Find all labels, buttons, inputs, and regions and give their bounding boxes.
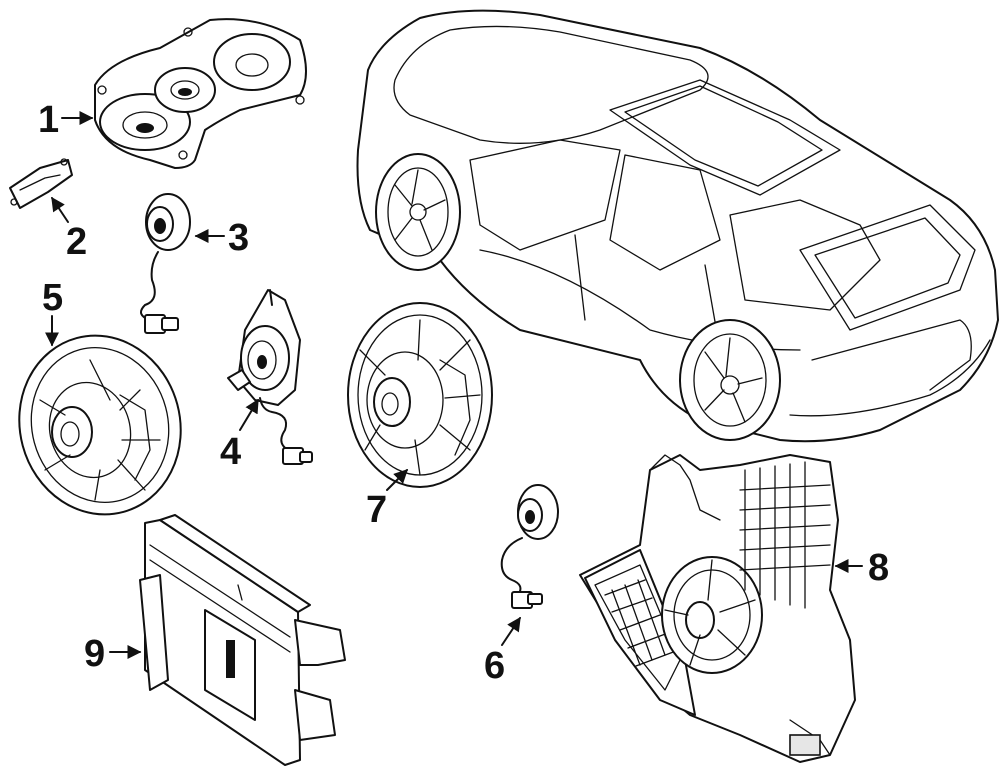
leader-4 [239,398,259,431]
callout-1: 1 [38,99,59,141]
callout-9: 9 [84,633,105,675]
part-4-speaker-with-bracket [227,289,313,465]
leader-2 [51,196,69,223]
leader-6 [501,616,521,646]
part-3-tweeter [140,193,191,334]
callout-8: 8 [868,547,889,589]
vehicle-suv-outline [356,9,999,443]
part-9-amplifier-module [139,514,346,766]
callout-numbers: 1 2 3 4 5 6 7 8 9 [38,99,889,687]
callout-7: 7 [366,489,387,531]
leader-7 [386,469,408,491]
fin-grid [739,461,831,609]
part-8-subwoofer-enclosure [579,454,856,763]
callout-6: 6 [484,645,505,687]
grille-pattern [604,579,677,667]
callout-leaders [45,111,863,659]
callout-4: 4 [220,431,241,473]
callout-2: 2 [66,221,87,263]
part-7-woofer [347,302,493,488]
part-2-small-sensor [9,158,73,209]
part-1-speaker-housing [94,18,307,169]
part-5-woofer [18,334,182,516]
part-6-tweeter [500,484,559,609]
callout-3: 3 [228,217,249,259]
callout-5: 5 [42,277,63,319]
